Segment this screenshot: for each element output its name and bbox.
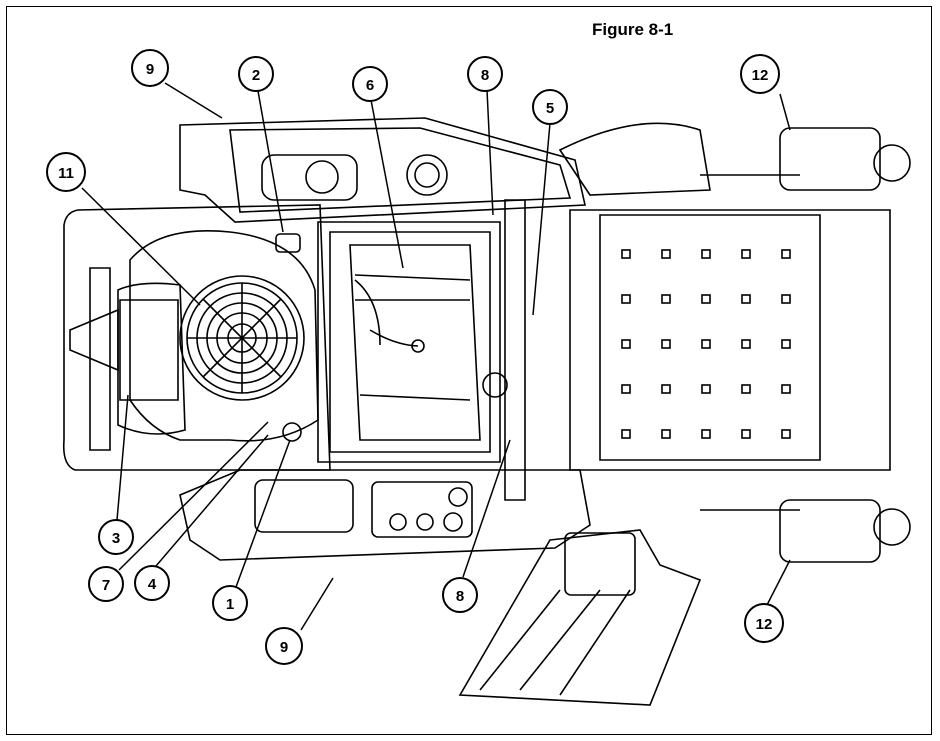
- callout-label: 12: [752, 67, 769, 84]
- leader-lines: [81, 82, 791, 631]
- idler-pulley: [482, 372, 508, 398]
- right-fender-grip: [254, 479, 354, 533]
- callout-label: 6: [366, 77, 374, 94]
- fuel-cap: [305, 160, 339, 194]
- callout-label: 12: [756, 616, 773, 633]
- callout-5: 5: [532, 89, 568, 125]
- foot-pedal: [458, 529, 702, 706]
- control-panel: [371, 481, 473, 538]
- callout-2: 2: [238, 56, 274, 92]
- foot-plate: [569, 209, 891, 471]
- callouts: 9 2 6 8 5 12 11 3: [46, 49, 784, 665]
- wheel-guard: [558, 122, 711, 196]
- air-cleaner-cover: [119, 299, 179, 401]
- right-fender: [179, 469, 591, 561]
- callout-3: 3: [98, 519, 134, 555]
- left-fender-inner: [229, 127, 572, 213]
- callout-label: 9: [146, 61, 154, 78]
- callout-label: 1: [226, 596, 234, 613]
- callout-12-bottom: 12: [744, 603, 784, 643]
- caster-hub-bottom: [873, 508, 911, 546]
- caster-hub-top: [873, 144, 911, 182]
- callout-label: 8: [481, 67, 489, 84]
- engine-shroud: [129, 230, 319, 442]
- pedal-pivot: [564, 532, 636, 596]
- engine-side-plate: [89, 267, 111, 451]
- callout-label: 8: [456, 588, 464, 605]
- engine-deck-outline: [62, 204, 331, 471]
- air-cleaner-intake: [69, 308, 119, 372]
- callout-label: 2: [252, 67, 260, 84]
- callout-7: 7: [88, 566, 124, 602]
- callout-6: 6: [352, 66, 388, 102]
- foot-plate-holes: [621, 249, 791, 439]
- figure-frame: [6, 6, 932, 735]
- caster-wheel-bottom: [779, 499, 881, 563]
- air-cleaner-housing: [117, 282, 186, 435]
- oil-filter: [282, 422, 302, 442]
- callout-8-top: 8: [467, 56, 503, 92]
- callout-label: 4: [148, 576, 157, 593]
- left-fender: [179, 117, 586, 223]
- pto-switch: [443, 512, 463, 532]
- callout-11: 11: [46, 152, 86, 192]
- fuel-cap-recess: [261, 154, 358, 201]
- mower-line-art: [62, 117, 911, 706]
- callout-4: 4: [134, 565, 170, 601]
- callout-12-top: 12: [740, 54, 780, 94]
- hydraulic-reservoir-cap: [406, 154, 448, 196]
- callout-label: 7: [102, 577, 110, 594]
- callout-9-bottom: 9: [265, 627, 303, 665]
- flywheel-screen-outer: [179, 275, 305, 401]
- frame-rail: [504, 199, 526, 501]
- caster-wheel-top: [779, 127, 881, 191]
- callout-label: 9: [280, 639, 288, 656]
- choke-knob: [416, 513, 434, 531]
- callout-9-top: 9: [131, 49, 169, 87]
- fuel-filter: [275, 233, 301, 253]
- callout-label: 11: [58, 165, 74, 182]
- callout-label: 5: [546, 100, 554, 117]
- flywheel-screen-spokes: [187, 283, 297, 393]
- key-switch: [389, 513, 407, 531]
- callout-1: 1: [212, 585, 248, 621]
- callout-8-bottom: 8: [442, 577, 478, 613]
- transmission-housing: [349, 244, 481, 441]
- figure-title: Figure 8-1: [592, 20, 674, 39]
- throttle-knob: [448, 487, 468, 507]
- callout-label: 3: [112, 530, 120, 547]
- chassis-frame: [317, 221, 501, 463]
